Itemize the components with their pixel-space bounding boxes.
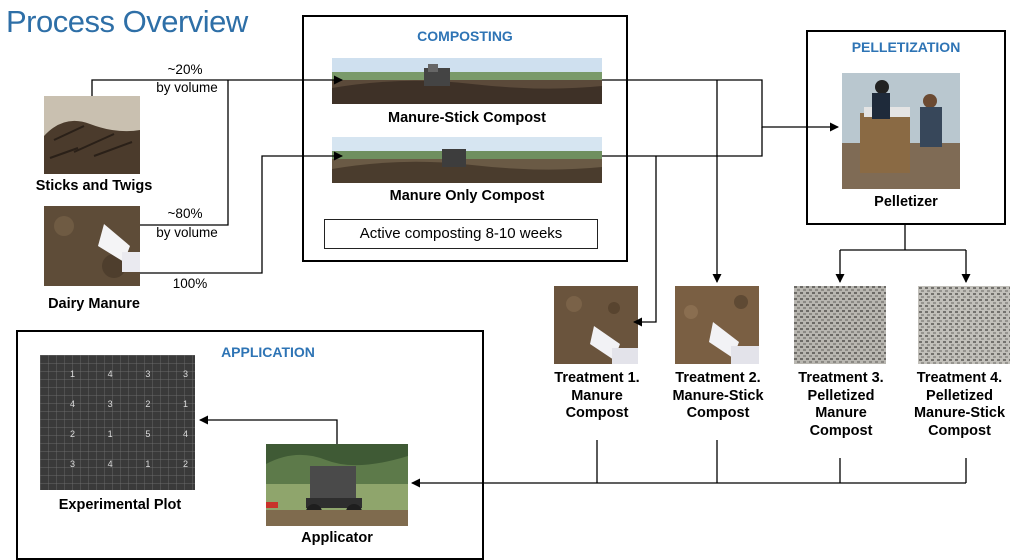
experimental-plot-label: Experimental Plot bbox=[58, 497, 182, 513]
sticks-twigs-photo bbox=[44, 96, 140, 174]
sticks-percent: ~20% bbox=[167, 62, 203, 77]
manure-only-compost-label: Manure Only Compost bbox=[389, 188, 545, 204]
compost-image bbox=[675, 286, 759, 364]
treatment-3-photo bbox=[794, 286, 886, 364]
manure-only-percent: 100% bbox=[172, 276, 208, 291]
dairy-manure-label: Dairy Manure bbox=[48, 296, 140, 312]
pelletization-header: PELLETIZATION bbox=[851, 39, 961, 55]
pellets-image bbox=[794, 286, 886, 364]
page-title: Process Overview bbox=[6, 4, 248, 39]
treatment-2-photo bbox=[675, 286, 759, 364]
compost-image bbox=[554, 286, 638, 364]
composting-duration-note: Active composting 8-10 weeks bbox=[324, 219, 598, 249]
manure-only-windrow-photo bbox=[332, 137, 602, 183]
plot-grid-image bbox=[40, 355, 195, 490]
sticks-by-volume: by volume bbox=[156, 80, 218, 95]
pelletizer-image bbox=[842, 73, 960, 189]
treatment-4-label: Treatment 4. Pelletized Manure-Stick Com… bbox=[913, 370, 1006, 440]
sticks-image bbox=[44, 96, 140, 174]
manure-percent: ~80% bbox=[167, 206, 203, 221]
sticks-twigs-label: Sticks and Twigs bbox=[35, 178, 153, 194]
treatment-2-label: Treatment 2. Manure-Stick Compost bbox=[672, 370, 764, 422]
treatment-3-label: Treatment 3. Pelletized Manure Compost bbox=[798, 370, 884, 440]
manure-stick-compost-label: Manure-Stick Compost bbox=[388, 110, 546, 126]
applicator-image bbox=[266, 444, 408, 526]
windrow-image bbox=[332, 137, 602, 183]
applicator-photo bbox=[266, 444, 408, 526]
composting-header: COMPOSTING bbox=[417, 28, 513, 44]
treatment-1-label: Treatment 1. Manure Compost bbox=[554, 370, 640, 422]
manure-image bbox=[44, 206, 140, 286]
arrow-stick-compost-out bbox=[602, 79, 839, 132]
manure-by-volume: by volume bbox=[156, 225, 218, 240]
windrow-image bbox=[332, 58, 602, 104]
pelletizer-photo bbox=[842, 73, 960, 189]
arrow-manure-to-stick-compost bbox=[140, 80, 229, 226]
treatment-1-photo bbox=[554, 286, 638, 364]
pelletizer-label: Pelletizer bbox=[874, 194, 938, 210]
applicator-label: Applicator bbox=[301, 530, 373, 546]
dairy-manure-photo bbox=[44, 206, 140, 286]
application-header: APPLICATION bbox=[221, 344, 315, 360]
pellets-image bbox=[918, 286, 1010, 364]
treatment-4-photo bbox=[918, 286, 1010, 364]
manure-stick-windrow-photo bbox=[332, 58, 602, 104]
